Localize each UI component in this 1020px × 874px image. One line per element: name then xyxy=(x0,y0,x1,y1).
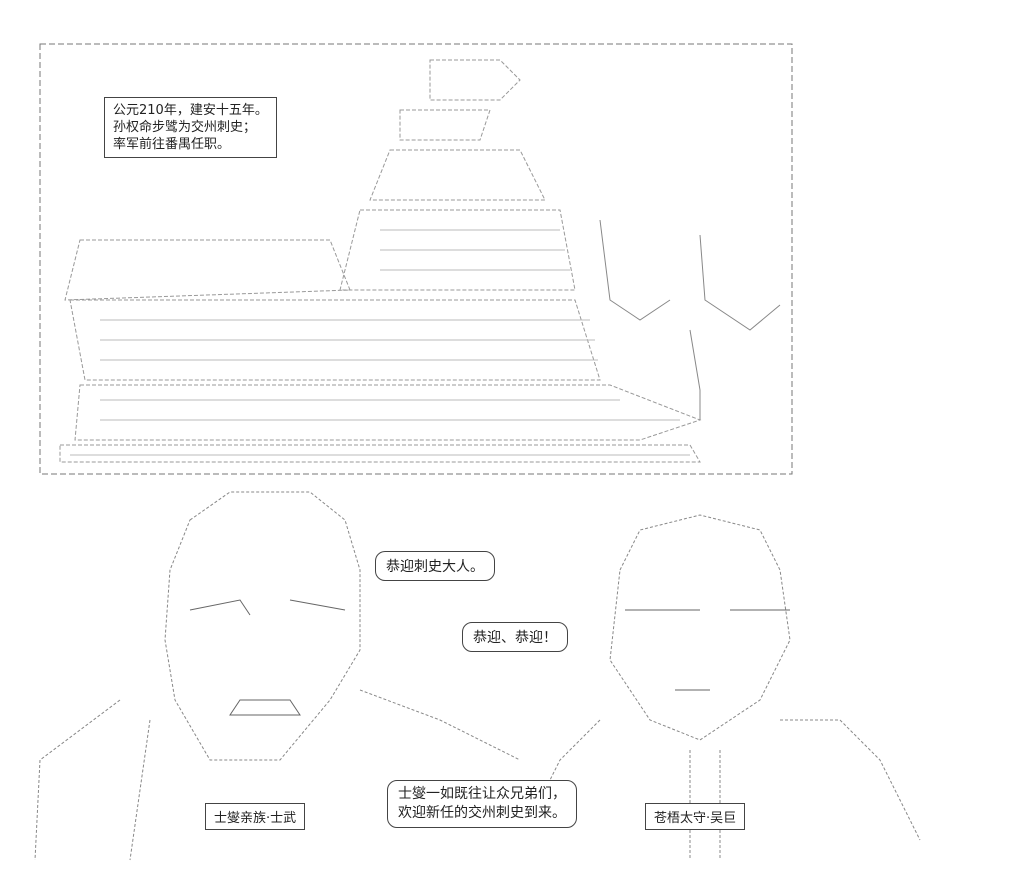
narration-line-1: 公元210年，建安十五年。 xyxy=(113,103,268,118)
left-person-label: 士燮亲族·士武 xyxy=(205,803,306,830)
speech-greeting-2-text: 恭迎、恭迎！ xyxy=(473,630,557,646)
speech-main-line-2: 欢迎新任的交州刺史到来。 xyxy=(398,805,566,821)
speech-main-line-1: 士燮一如既往让众兄弟们， xyxy=(398,786,566,802)
left-person-figure xyxy=(34,491,521,861)
right-person-face xyxy=(625,609,790,691)
ship-drawing xyxy=(59,59,702,463)
left-person-face xyxy=(189,599,346,716)
narration-line-3: 率军前往番禺任职。 xyxy=(113,137,231,152)
top-panel-frame xyxy=(39,43,793,475)
right-person-label: 苍梧太守·吴巨 xyxy=(645,803,746,830)
right-person-label-text: 苍梧太守·吴巨 xyxy=(654,811,737,826)
speech-bubble-greeting-2: 恭迎、恭迎！ xyxy=(462,622,568,652)
speech-bubble-main: 士燮一如既往让众兄弟们， 欢迎新任的交州刺史到来。 xyxy=(387,780,577,828)
narration-box: 公元210年，建安十五年。 孙权命步骘为交州刺史； 率军前往番禺任职。 xyxy=(104,97,277,158)
speech-bubble-greeting-1: 恭迎刺史大人。 xyxy=(375,551,495,581)
oars xyxy=(599,219,781,420)
speech-greeting-1-text: 恭迎刺史大人。 xyxy=(386,559,484,575)
narration-line-2: 孙权命步骘为交州刺史； xyxy=(113,120,257,135)
ship-lines xyxy=(70,229,690,456)
left-person-label-text: 士燮亲族·士武 xyxy=(214,811,297,826)
